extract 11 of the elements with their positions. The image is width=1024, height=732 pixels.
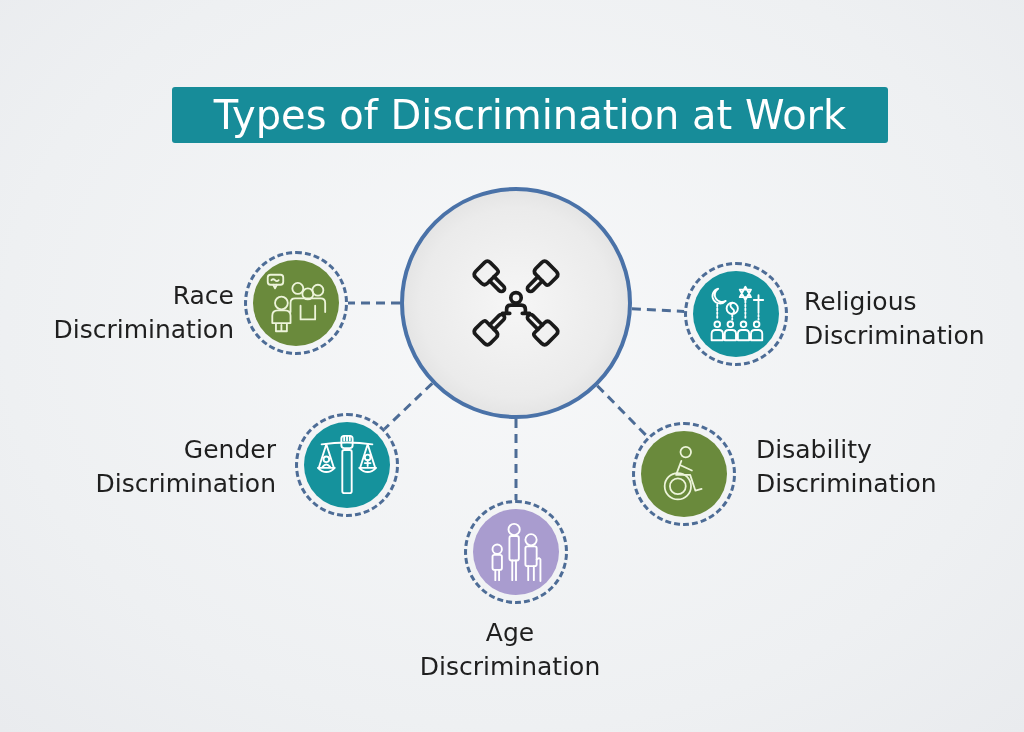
connector-line xyxy=(514,419,518,500)
node-label: Race Discrimination xyxy=(52,280,234,346)
connector-line xyxy=(596,384,649,438)
connector-line xyxy=(631,307,685,313)
title-banner: Types of Discrimination at Work xyxy=(172,87,888,143)
node-label: Religious Discrimination xyxy=(804,286,986,352)
connector-line xyxy=(348,301,400,305)
connector-line xyxy=(383,382,434,431)
node-label: Age Discrimination xyxy=(418,617,602,683)
node-label: Gender Discrimination xyxy=(94,434,276,500)
node-label: Disability Discrimination xyxy=(756,434,938,500)
